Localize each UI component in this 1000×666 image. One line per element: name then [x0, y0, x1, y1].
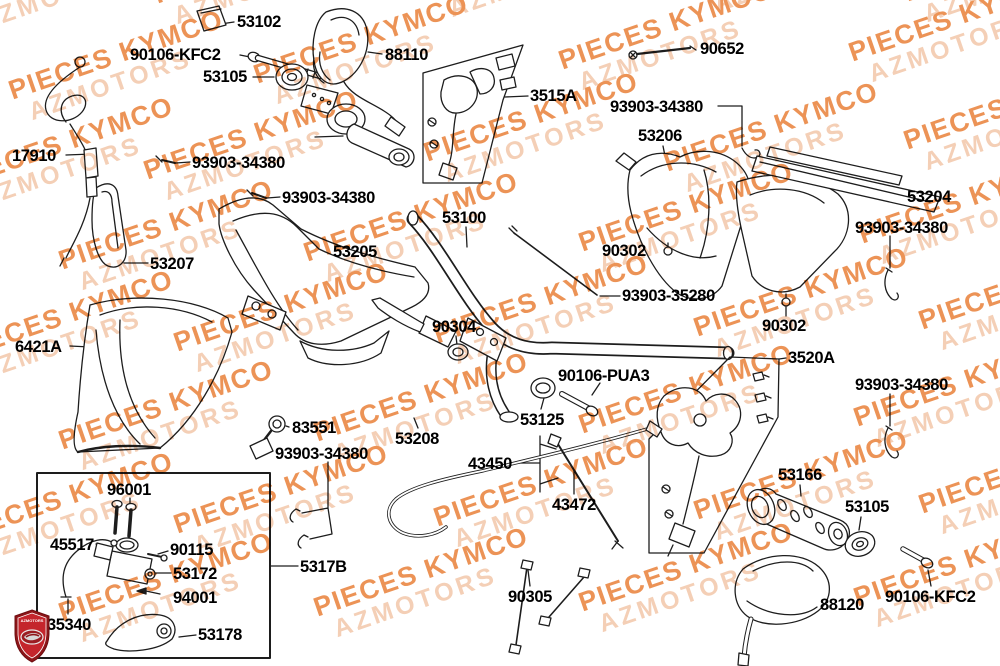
part-53105-damper-b-drawing: [844, 531, 876, 557]
part-label-53102: 53102: [237, 13, 281, 31]
part-88120-mirror-drawing: [734, 554, 831, 666]
part-label-45517: 45517: [50, 536, 94, 554]
part-53105-damper-drawing: [275, 63, 309, 91]
part-label-6421a: 6421A: [15, 338, 62, 356]
part-label-53208: 53208: [395, 430, 439, 448]
part-label-83551: 83551: [292, 419, 336, 437]
part-93903-hook-c: [884, 425, 899, 459]
part-label-90106-pua3: 90106-PUA3: [558, 367, 650, 385]
part-label-53207: 53207: [150, 255, 194, 273]
part-label-5317b: 5317B: [300, 558, 347, 576]
part-53206-cover-drawing: [615, 150, 751, 300]
part-label-94001: 94001: [173, 589, 217, 607]
part-label-93903-35280: 93903-35280: [622, 287, 715, 305]
part-label-53100: 53100: [442, 209, 486, 227]
part-43472-cable-drawing: [547, 433, 624, 550]
part-53205-cover-drawing: [218, 197, 430, 366]
part-17910-cable-drawing: [44, 56, 99, 267]
part-label-17910: 17910: [12, 147, 56, 165]
part-53207-trim-drawing: [91, 183, 127, 268]
part-rear-cover-drawing: [735, 174, 850, 293]
part-label-93903-34380-d: 93903-34380: [282, 189, 375, 207]
part-93903-bracket-screws-drawing: [289, 508, 309, 549]
part-6421a-windshield-drawing: [73, 297, 233, 454]
azmotors-logo: AZMOTORS: [13, 609, 51, 666]
part-93903-34380-screws-drawing: [155, 155, 267, 199]
part-label-53206: 53206: [638, 127, 682, 145]
part-label-93903-34380-a: 93903-34380: [610, 98, 703, 116]
part-label-53105-a: 53105: [203, 68, 247, 86]
part-label-93903-34380-b: 93903-34380: [855, 219, 948, 237]
part-label-53105-b: 53105: [845, 498, 889, 516]
part-label-53205: 53205: [333, 243, 377, 261]
part-label-93903-34380-f: 93903-34380: [275, 445, 368, 463]
part-90106-kfc2-bolt-b-drawing: [900, 546, 934, 569]
part-88110-mirror-drawing: [312, 8, 406, 137]
part-label-53172: 53172: [173, 565, 217, 583]
part-53100-handlebar-drawing: [371, 210, 735, 423]
part-label-53204: 53204: [907, 188, 951, 206]
part-90304-nut-drawing: [447, 343, 469, 361]
logo-text: AZMOTORS: [21, 618, 44, 623]
part-label-43450: 43450: [468, 455, 512, 473]
part-43450-cable-drawing: [387, 420, 663, 538]
part-label-90304: 90304: [432, 318, 476, 336]
part-label-3515a: 3515A: [530, 87, 577, 105]
part-label-35340: 35340: [47, 616, 91, 634]
part-53166-grip-drawing: [746, 487, 851, 551]
part-label-43472: 43472: [552, 496, 596, 514]
part-label-90652: 90652: [700, 40, 744, 58]
part-label-93903-34380-c: 93903-34380: [192, 154, 285, 172]
part-label-53125: 53125: [520, 411, 564, 429]
part-90652-bolt-drawing: [628, 45, 697, 60]
part-3520a-switch-box-drawing: [648, 356, 780, 557]
part-3515a-switch-box-drawing: [422, 44, 524, 184]
part-label-90302-b: 90302: [762, 317, 806, 335]
part-90302-clip-a-drawing: [663, 242, 673, 256]
part-90106-pua3-bolt-drawing: [530, 377, 599, 417]
part-5317b-box-drawing: [36, 472, 271, 659]
part-label-93903-34380-e: 93903-34380: [855, 376, 948, 394]
part-53140-throttle-grip-drawing: [300, 84, 415, 168]
part-90302-clip-b-drawing: [781, 293, 791, 307]
part-label-3520a: 3520A: [788, 349, 835, 367]
part-label-90302-a: 90302: [602, 242, 646, 260]
part-90305-clips-drawing: [508, 559, 591, 655]
part-label-53178: 53178: [198, 626, 242, 644]
part-53204-panel-drawing: [751, 146, 941, 213]
part-label-53166: 53166: [778, 466, 822, 484]
part-label-90305: 90305: [508, 588, 552, 606]
part-label-96001: 96001: [107, 481, 151, 499]
part-label-90106-kfc2-b: 90106-KFC2: [885, 588, 976, 606]
part-83551-drawing: [249, 415, 286, 460]
part-label-90106-kfc2-a: 90106-KFC2: [130, 46, 221, 64]
arrowhead-94001: [136, 587, 147, 595]
part-label-90115: 90115: [170, 541, 213, 559]
part-53102-drawing: [196, 5, 227, 32]
part-93903-hook-b: [884, 267, 899, 301]
part-label-88120: 88120: [820, 596, 864, 614]
part-label-88110: 88110: [385, 46, 428, 64]
part-93903-35280-screw-drawing: [508, 225, 598, 296]
